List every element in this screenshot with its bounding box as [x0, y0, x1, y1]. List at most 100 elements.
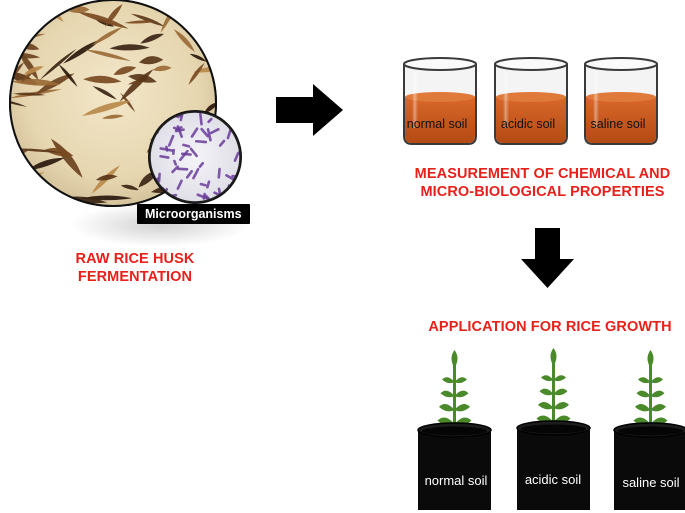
- microbe: [176, 179, 183, 190]
- husk-shard: [58, 63, 78, 88]
- pot-label-acidic: acidic soil: [524, 472, 582, 487]
- microbe: [189, 147, 198, 158]
- down-arrow-icon: [521, 228, 574, 288]
- pot-soil: [521, 424, 586, 434]
- beaker-highlight: [593, 72, 599, 128]
- pot-body: [517, 428, 590, 510]
- husk-shard: [182, 22, 216, 30]
- husk-shard: [13, 185, 41, 194]
- beaker-soil-surface: [405, 92, 475, 102]
- plant-leaf: [440, 390, 455, 398]
- measurement-label-line2: MICRO-BIOLOGICAL PROPERTIES: [420, 184, 665, 200]
- application-title: APPLICATION FOR RICE GROWTH: [428, 319, 672, 335]
- husk-shard: [128, 73, 157, 83]
- beaker-rim: [494, 57, 568, 71]
- measurement-label: MEASUREMENT OF CHEMICAL AND MICRO-BIOLOG…: [395, 165, 685, 201]
- husk-shard: [91, 26, 123, 46]
- plant-leaf: [650, 390, 665, 398]
- plant-top-leaf: [550, 348, 557, 366]
- husk-shard: [130, 13, 166, 27]
- husk-shard: [119, 69, 154, 102]
- plant-top-leaf: [451, 350, 458, 368]
- pot-soil: [422, 426, 487, 436]
- beaker-label-saline: saline soil: [590, 117, 646, 131]
- plant-leaf: [553, 388, 568, 396]
- microbe: [218, 139, 226, 147]
- beaker-soil: [496, 97, 566, 143]
- microbe: [230, 193, 234, 200]
- plant-leaf: [635, 404, 651, 412]
- pot-label-saline: saline soil: [622, 475, 680, 490]
- microbe: [202, 192, 206, 200]
- beaker-rim: [584, 57, 658, 71]
- microbe: [192, 167, 200, 180]
- plant-leaf: [638, 377, 651, 384]
- beaker-soil: [586, 97, 656, 143]
- husk-shard: [23, 66, 44, 75]
- microbe: [171, 165, 179, 174]
- beaker-soil: [405, 97, 475, 143]
- microbe: [167, 134, 175, 147]
- fermentation-label: RAW RICE HUSK FERMENTATION: [40, 250, 230, 286]
- microbe: [179, 149, 189, 161]
- plant-leaf: [454, 390, 469, 398]
- microbe: [190, 127, 199, 138]
- beaker-label-acidic: acidic soil: [500, 117, 556, 131]
- microbe: [204, 194, 211, 201]
- microbe: [173, 159, 178, 166]
- husk-shard: [83, 75, 122, 84]
- beaker-highlight: [412, 72, 418, 128]
- husk-shard: [138, 56, 164, 65]
- plant-leaf: [553, 402, 569, 410]
- beaker-1: [494, 57, 568, 145]
- beaker-highlight: [503, 72, 509, 128]
- husk-shard: [92, 86, 117, 100]
- husk-shard: [18, 51, 39, 81]
- plant-leaf: [553, 375, 566, 382]
- husk-shard: [11, 148, 62, 153]
- microbe: [182, 143, 191, 148]
- measurement-label-line1: MEASUREMENT OF CHEMICAL AND: [414, 166, 671, 182]
- microbe: [176, 167, 189, 171]
- husk-shard: [12, 0, 42, 22]
- husk-shard: [189, 53, 207, 62]
- pot-1: [516, 348, 591, 510]
- pot-soil: [618, 426, 683, 436]
- plant-leaf: [650, 377, 663, 384]
- husk-shard: [124, 20, 158, 24]
- microbe: [198, 161, 205, 168]
- microorganism-inset: [148, 110, 242, 204]
- plant-leaf: [439, 404, 455, 412]
- fermentation-label-line2: FERMENTATION: [77, 269, 193, 285]
- fermentation-label-line1: RAW RICE HUSK: [75, 251, 195, 267]
- microbe: [174, 128, 185, 133]
- plant-leaf: [650, 404, 666, 412]
- plant-leaf: [636, 390, 651, 398]
- pot-0: [417, 350, 492, 510]
- husk-shard: [81, 100, 132, 116]
- microbe: [159, 147, 174, 152]
- husk-shard: [203, 101, 216, 114]
- microbe: [217, 167, 221, 179]
- microbe: [206, 128, 212, 142]
- beaker-soil-surface: [496, 92, 566, 102]
- husk-shard: [95, 174, 118, 181]
- beaker-soil-surface: [586, 92, 656, 102]
- husk-shard: [20, 8, 35, 30]
- microbe: [209, 127, 220, 135]
- microbe: [228, 193, 236, 196]
- microbe: [233, 151, 240, 162]
- plant-leaf: [442, 377, 455, 384]
- husk-shard: [84, 49, 131, 61]
- microbe: [226, 192, 233, 200]
- microbe: [225, 112, 238, 115]
- plant-leaf: [454, 377, 467, 384]
- husk-shard: [140, 33, 165, 44]
- microbe: [207, 117, 213, 124]
- husk-shard: [13, 92, 46, 96]
- microbe: [200, 127, 209, 138]
- husk-shard: [26, 157, 65, 171]
- microbe: [194, 139, 208, 144]
- pot-body: [614, 430, 685, 510]
